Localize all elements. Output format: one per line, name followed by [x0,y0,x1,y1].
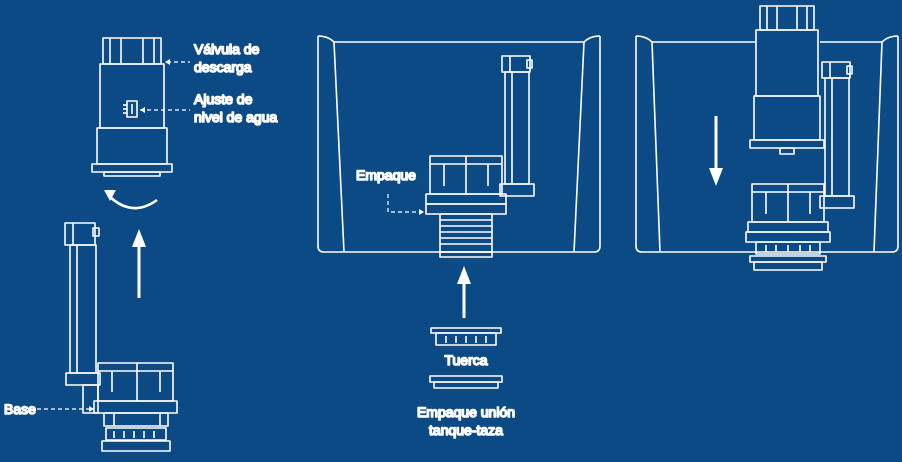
valve-label-line2: descarga [194,59,252,75]
step2-valve-base [425,55,535,253]
water-level-adjust-icon [123,100,138,118]
valve-label-line1: Válvula de [194,41,260,57]
step1-base-assembly [64,222,178,452]
down-arrow-icon [709,116,723,186]
adjust-label-line1: Ajuste de [194,91,253,107]
step3-base [745,61,855,271]
nut-part [430,327,502,346]
up-arrow-icon [132,229,146,298]
gasket-label: Empaque [356,167,416,183]
step3-tank [635,35,899,253]
tank-bowl-gasket-part [429,375,503,389]
step3-valve [749,5,825,155]
step1-leaders [37,61,190,410]
up-arrow-icon [457,266,471,318]
gasket-leader [387,194,420,213]
nut-label: Tuerca [444,352,487,368]
base-label: Base [4,401,36,417]
step2-tank [317,35,601,258]
union-label-line1: Empaque unión [417,404,515,420]
step1-flush-valve [91,37,173,177]
rotate-arrow-icon [104,190,158,210]
adjust-label-line2: nivel de agua [194,109,278,125]
union-label-line2: tanque-taza [429,422,503,438]
